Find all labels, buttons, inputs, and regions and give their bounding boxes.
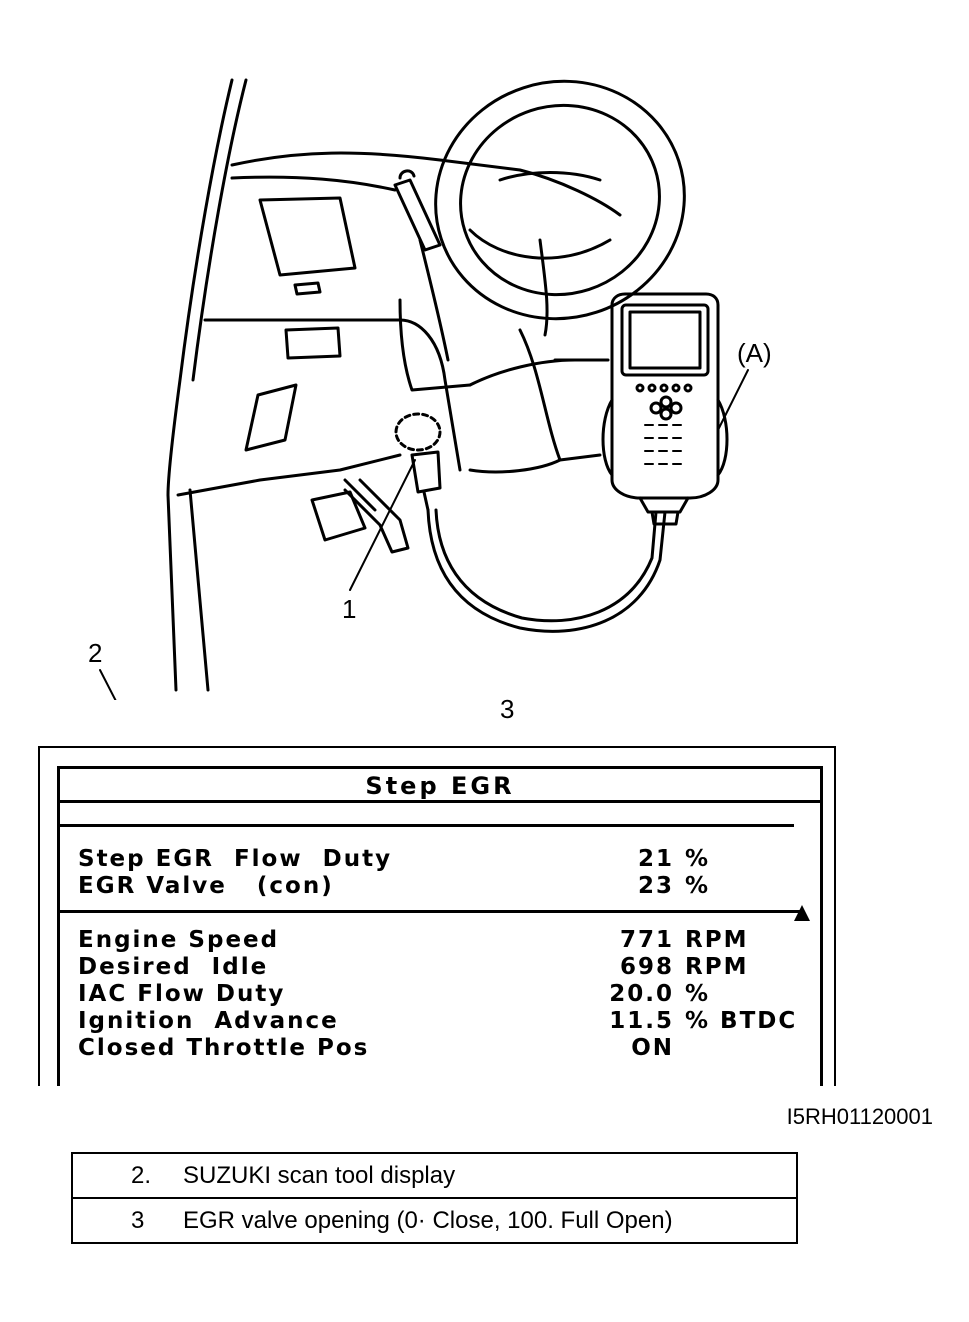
data-row: Desired Idle 698 RPM [60,954,826,980]
legend-row: 2. SUZUKI scan tool display [73,1154,796,1197]
param-unit: % [685,873,711,899]
param-label: Engine Speed [78,927,280,953]
dashboard [230,151,622,217]
legend-number: 3 [131,1207,145,1234]
param-unit: % [685,981,711,1007]
data-row: Ignition Advance 11.5 % BTDC [60,1008,826,1034]
param-label: EGR Valve (con) [78,873,334,899]
data-row: EGR Valve (con) 23 % [60,873,826,899]
scan-tool-frame [38,746,836,1086]
param-label: Closed Throttle Pos [78,1035,370,1061]
dlc-connector-location [394,412,442,452]
param-value: 771 [619,927,674,953]
data-row: Closed Throttle Pos ON [60,1035,826,1061]
data-row: Engine Speed 771 RPM [60,927,826,953]
param-value: 21 [637,846,674,872]
param-unit: RPM [685,927,749,953]
param-label: Step EGR Flow Duty [78,846,393,872]
scan-tool-cable [426,508,667,633]
legend-description: EGR valve opening (0· Close, 100. Full O… [183,1207,673,1234]
legend-number: 2. [131,1162,152,1189]
connector-plug [410,450,442,494]
param-label: Desired Idle [78,954,269,980]
legend-row: 3 EGR valve opening (0· Close, 100. Full… [73,1197,796,1242]
scan-tool-device [601,292,729,526]
callout-1: 1 [342,594,357,624]
callout-2: 2 [88,638,103,668]
separator-top [60,824,794,827]
param-unit: RPM [685,954,749,980]
callout-3: 3 [500,694,515,724]
brake-pedal [310,490,367,542]
data-row: IAC Flow Duty 20.0 % [60,981,826,1007]
scan-tool-connection-illustration [99,78,749,700]
figure-reference-code: I5RH01120001 [786,1104,933,1129]
a-pillar [166,78,234,497]
param-unit: % [685,846,711,872]
screen-title: Step EGR [365,772,515,800]
param-label: IAC Flow Duty [78,981,286,1007]
separator-mid [60,910,800,913]
data-row: Step EGR Flow Duty 21 % [60,846,826,872]
param-value: ON [631,1035,674,1061]
callout-a: (A) [737,338,772,368]
param-value: 23 [637,873,674,899]
steering-wheel [434,79,686,321]
screen-title-bar: Step EGR [60,769,820,803]
param-value: 11.5 [609,1008,674,1034]
param-value: 698 [619,954,674,980]
scan-tool-display: Step EGR Step EGR Flow Duty 21 % EGR Val… [57,766,823,1086]
param-value: 20.0 [609,981,674,1007]
steering-column [393,178,442,252]
param-label: Ignition Advance [78,1008,339,1034]
legend-description: SUZUKI scan tool display [183,1162,456,1189]
legend-table: 2. SUZUKI scan tool display 3 EGR valve … [71,1152,798,1244]
scroll-up-triangle-icon [794,905,810,921]
param-unit: % BTDC [685,1008,798,1034]
